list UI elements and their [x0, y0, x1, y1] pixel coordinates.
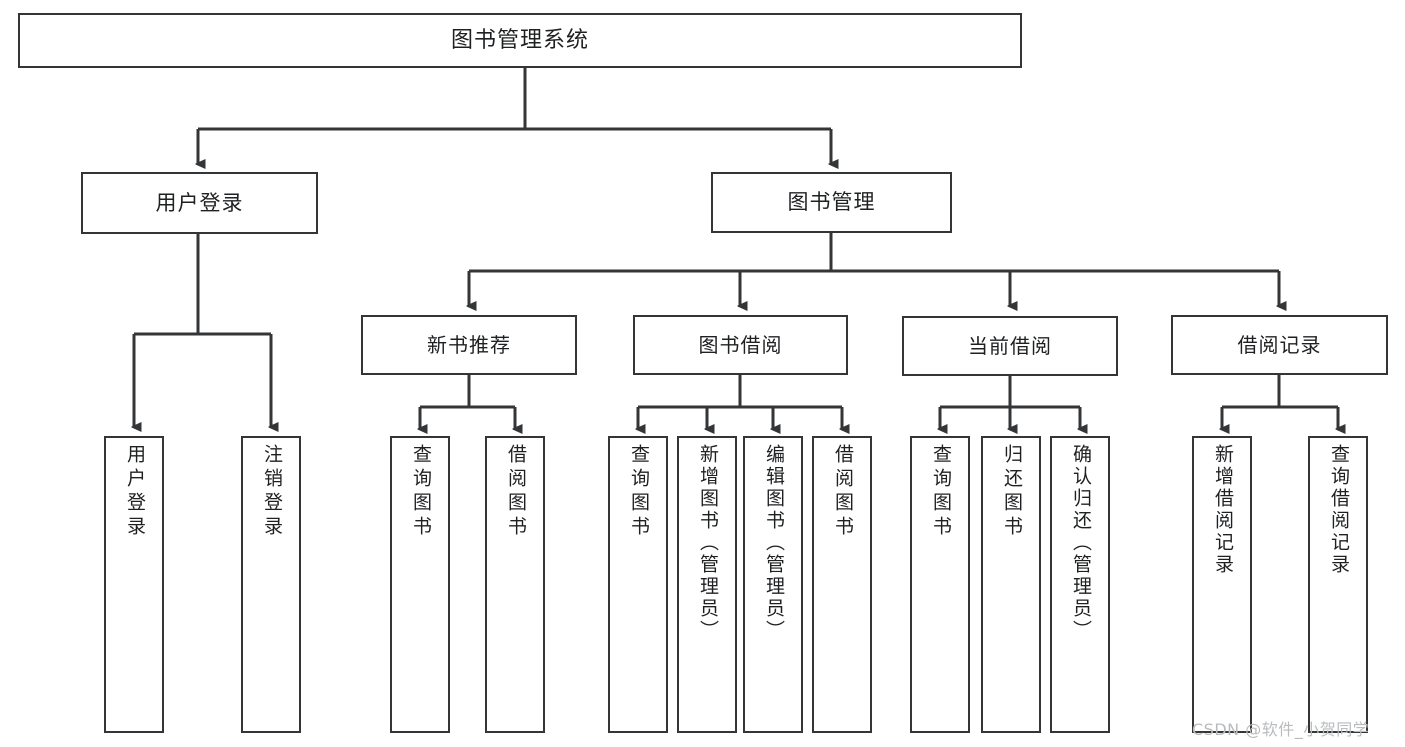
node-label: 当前借阅 [968, 333, 1052, 358]
leaf-borrow-add-book-admin[interactable]: 新增图书（管理员） [677, 436, 737, 733]
node-label: 借阅图书 [831, 444, 854, 540]
node-label: 借阅图书 [504, 444, 527, 540]
node-label: 图书管理系统 [450, 27, 589, 53]
node-label: 确认归还（管理员） [1069, 444, 1092, 642]
leaf-borrow-edit-book-admin[interactable]: 编辑图书（管理员） [743, 436, 803, 733]
leaf-new-book-borrow[interactable]: 借阅图书 [485, 436, 545, 733]
node-label: 新增图书（管理员） [696, 444, 719, 642]
node-book-management[interactable]: 图书管理 [711, 172, 952, 233]
leaf-borrow-borrow-book[interactable]: 借阅图书 [812, 436, 872, 733]
node-label: 查询图书 [627, 444, 650, 540]
leaf-current-query-book[interactable]: 查询图书 [910, 436, 970, 733]
leaf-user-login-login[interactable]: 用户登录 [104, 436, 164, 733]
node-label: 借阅记录 [1237, 332, 1322, 357]
csdn-watermark: CSDN @软件_小贺同学 [1192, 720, 1370, 739]
node-label: 图书借阅 [698, 332, 783, 357]
leaf-user-login-logout[interactable]: 注销登录 [241, 436, 301, 733]
node-new-book-recommend[interactable]: 新书推荐 [361, 315, 577, 375]
node-root-system[interactable]: 图书管理系统 [18, 13, 1022, 68]
node-label: 用户登录 [123, 444, 146, 540]
node-label: 新增借阅记录 [1211, 444, 1234, 576]
node-current-borrow[interactable]: 当前借阅 [902, 316, 1118, 376]
node-user-login[interactable]: 用户登录 [81, 172, 318, 234]
node-label: 归还图书 [1000, 444, 1023, 540]
leaf-new-book-query[interactable]: 查询图书 [390, 436, 450, 733]
node-label: 注销登录 [260, 444, 283, 540]
node-borrow-record[interactable]: 借阅记录 [1171, 315, 1388, 375]
node-label: 查询借阅记录 [1327, 444, 1350, 576]
leaf-current-confirm-return-admin[interactable]: 确认归还（管理员） [1050, 436, 1110, 733]
leaf-current-return-book[interactable]: 归还图书 [981, 436, 1041, 733]
node-label: 编辑图书（管理员） [762, 444, 785, 642]
leaf-borrow-query-book[interactable]: 查询图书 [608, 436, 668, 733]
node-label: 用户登录 [155, 190, 244, 215]
node-label: 图书管理 [787, 190, 876, 215]
leaf-record-query-borrow-record[interactable]: 查询借阅记录 [1308, 436, 1368, 733]
node-book-borrow[interactable]: 图书借阅 [633, 315, 848, 375]
node-label: 查询图书 [929, 444, 952, 540]
node-label: 新书推荐 [427, 332, 511, 357]
node-label: 查询图书 [409, 444, 432, 540]
leaf-record-add-borrow-record[interactable]: 新增借阅记录 [1192, 436, 1252, 733]
